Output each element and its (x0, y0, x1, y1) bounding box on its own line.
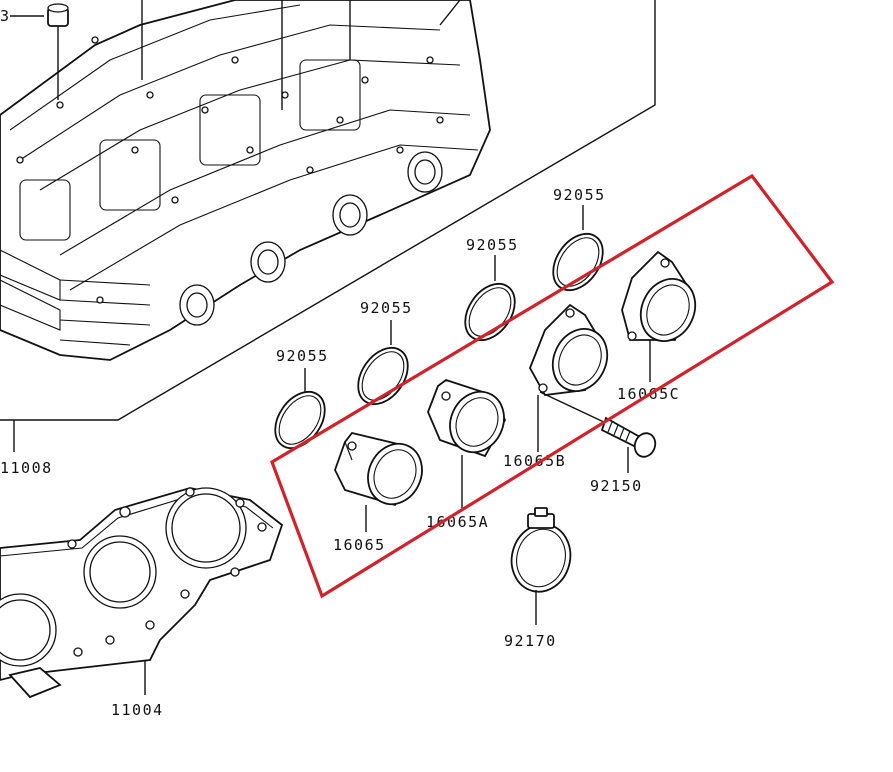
carb-holder-16065C: 16065C (617, 250, 697, 403)
label-11004: 11004 (111, 701, 164, 719)
head-gasket (0, 487, 284, 699)
o-ring-2: 92055 (357, 299, 413, 406)
label-92170: 92170 (504, 632, 557, 650)
label-partial-3: 3 (0, 7, 11, 25)
o-ring-1: 92055 (274, 347, 329, 450)
bolt-92150: 92150 (539, 391, 657, 495)
carb-holder-16065A: 16065A (426, 378, 507, 531)
label-92055-2: 92055 (360, 299, 413, 317)
hose-clamp-92170: 92170 (504, 507, 572, 650)
label-92055-3: 92055 (466, 236, 519, 254)
label-92055-1: 92055 (276, 347, 329, 365)
highlight-box (270, 173, 835, 599)
label-16065A: 16065A (426, 513, 489, 531)
cylinder-head-illustration: 3 (0, 0, 656, 421)
label-92150: 92150 (590, 477, 643, 495)
label-16065: 16065 (333, 536, 386, 554)
carb-holder-16065B: 16065B (503, 303, 609, 470)
label-11008: 11008 (0, 459, 53, 477)
label-16065B: 16065B (503, 452, 566, 470)
collar-part (47, 3, 69, 100)
carb-holder-16065: 16065 (333, 431, 423, 554)
label-92055-4: 92055 (553, 186, 606, 204)
o-ring-4: 92055 (552, 186, 606, 292)
